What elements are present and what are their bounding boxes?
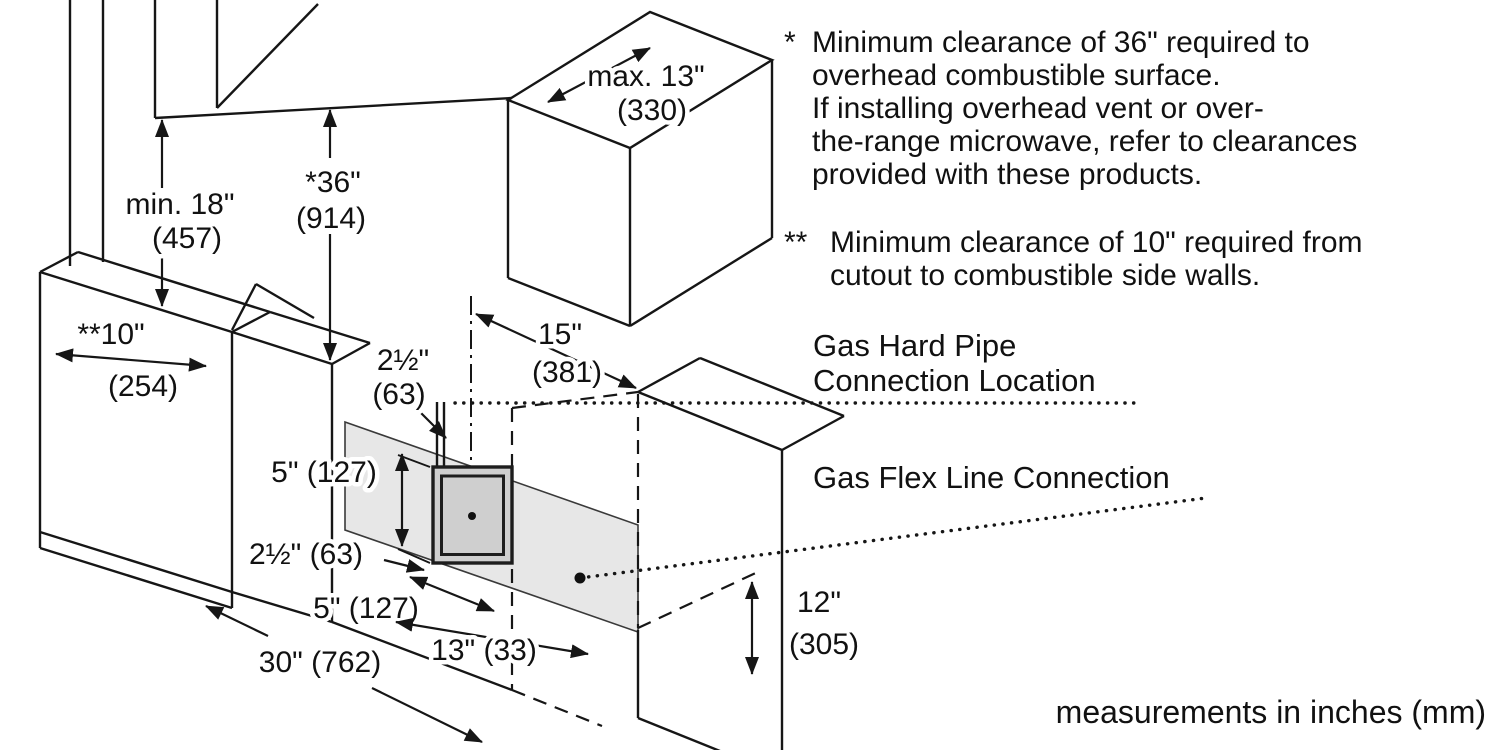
note1-line5: provided with these products. xyxy=(812,158,1203,191)
wall-and-soffit-lines xyxy=(68,0,513,266)
note2-line2: cutout to combustible side walls. xyxy=(830,259,1261,292)
dim-10-inch: **10" xyxy=(77,318,144,351)
gas-hard-pipe-line2: Connection Location xyxy=(813,363,1096,398)
note-overhead-clearance: * Minimum clearance of 36" required to o… xyxy=(784,26,1358,191)
dimension-36: *36" (914) xyxy=(291,109,371,361)
dim-12-inch: 12" xyxy=(797,586,841,619)
dim-min18-inch: min. 18" xyxy=(125,188,234,221)
dimension-2half-lower: 2½" (63) xyxy=(244,534,425,576)
callout-gas-hard-pipe: Gas Hard Pipe Connection Location xyxy=(813,328,1096,398)
dimension-12: 12" (305) xyxy=(745,581,864,675)
dimension-min18: min. 18" (457) xyxy=(121,119,239,307)
dim-min18-mm: (457) xyxy=(152,222,222,255)
dim-12-mm: (305) xyxy=(789,628,859,661)
dimension-max13: max. 13" (330) xyxy=(547,47,709,132)
note2-asterisk: ** xyxy=(784,226,808,259)
note1-line3: If installing overhead vent or over- xyxy=(812,92,1264,125)
dim-30-label: 30" (762) xyxy=(259,646,381,679)
dimension-10: **10" (254) xyxy=(55,314,207,408)
dim-15-inch: 15" xyxy=(538,318,582,351)
left-cabinet xyxy=(38,250,271,610)
dim-5v-label: 5" (127) xyxy=(271,456,377,489)
note1-line2: overhead combustible surface. xyxy=(812,59,1221,92)
dim-2a-mm: (63) xyxy=(372,378,425,411)
dim-2b-label: 2½" (63) xyxy=(249,538,363,571)
dim-36-inch: *36" xyxy=(305,166,361,199)
note1-line1: Minimum clearance of 36" required to xyxy=(812,26,1310,59)
note-side-clearance: ** Minimum clearance of 10" required fro… xyxy=(784,226,1363,292)
flex-connection-dot xyxy=(574,572,586,584)
dimension-30: 30" (762) xyxy=(205,605,483,743)
dimension-2half-upper: 2½" (63) xyxy=(368,340,447,439)
note2-line1: Minimum clearance of 10" required from xyxy=(830,226,1363,259)
dimension-13: 13" (33) xyxy=(395,617,589,672)
dim-2a-inch: 2½" xyxy=(377,344,429,377)
leader-gas-flex xyxy=(574,496,1208,584)
dim-5h-label: 5" (127) xyxy=(313,592,419,625)
footer-units-note: measurements in inches (mm) xyxy=(1055,694,1486,730)
dim-15-mm: (381) xyxy=(532,356,602,389)
gas-flex-label: Gas Flex Line Connection xyxy=(813,460,1170,495)
dimension-5-horizontal: 5" (127) xyxy=(309,575,495,630)
dim-13-label: 13" (33) xyxy=(431,634,537,667)
note1-asterisk: * xyxy=(784,26,796,59)
side-panel xyxy=(230,282,371,624)
dim-max13-mm: (330) xyxy=(617,94,687,127)
gas-hard-pipe-line1: Gas Hard Pipe xyxy=(813,328,1017,363)
dimension-15: 15" (381) xyxy=(475,313,637,394)
dim-10-mm: (254) xyxy=(108,370,178,403)
dim-max13-inch: max. 13" xyxy=(587,60,704,93)
dim-36-mm: (914) xyxy=(296,202,366,235)
right-cabinet xyxy=(636,356,845,750)
box-center-dot xyxy=(468,512,476,520)
note1-line4: the-range microwave, refer to clearances xyxy=(812,125,1358,158)
callout-gas-flex: Gas Flex Line Connection xyxy=(813,460,1170,495)
dimension-5-vertical: 5" (127) xyxy=(267,452,431,564)
gas-connection-box xyxy=(431,465,514,565)
